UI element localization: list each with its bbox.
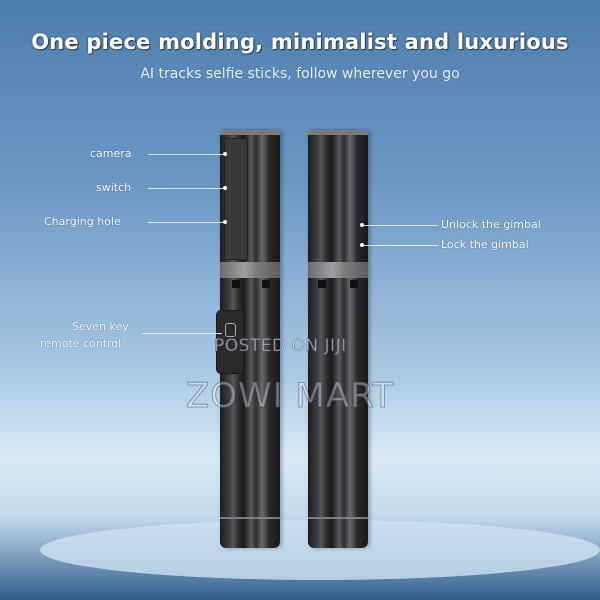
subheadline: AI tracks selfie sticks, follow wherever…: [140, 66, 460, 82]
callout-line: [148, 222, 224, 223]
stick-band: [220, 262, 280, 278]
stick-slot: [318, 280, 326, 288]
selfie-stick-back: [308, 130, 368, 548]
callout-dot: [223, 152, 227, 156]
stick-cap: [308, 130, 368, 135]
callout-line: [142, 333, 222, 334]
callout-dot: [223, 220, 227, 224]
stick-ring: [308, 517, 368, 519]
watermark-zowi-mart: ZOWI MART: [186, 376, 395, 417]
stick-slot: [350, 280, 358, 288]
callout-charging-hole: Charging hole: [44, 215, 121, 228]
stick-band: [308, 262, 368, 278]
stick-cap: [220, 130, 280, 135]
callout-remote-line2: remote control: [40, 337, 122, 350]
callout-line: [148, 188, 224, 189]
callout-dot: [223, 186, 227, 190]
callout-line: [364, 225, 438, 226]
callout-camera: camera: [90, 147, 132, 160]
callout-dot: [360, 223, 364, 227]
remote-button-icon: [225, 323, 236, 337]
selfie-stick-front: [216, 130, 280, 548]
callout-dot: [360, 243, 364, 247]
watermark-posted-on-jiji: POSTED ON JIJI: [214, 336, 347, 357]
stick-slot: [262, 280, 270, 288]
callout-line: [148, 154, 224, 155]
callout-remote-line1: Seven key: [72, 320, 129, 333]
callout-switch: switch: [96, 181, 132, 194]
callout-unlock-gimbal: Unlock the gimbal: [441, 218, 541, 231]
headline: One piece molding, minimalist and luxuri…: [31, 30, 569, 54]
stick-slot: [232, 280, 240, 288]
callout-lock-gimbal: Lock the gimbal: [441, 238, 529, 251]
control-panel: [224, 138, 248, 260]
callout-line: [364, 245, 438, 246]
remote-control: [216, 310, 244, 374]
stick-ring: [220, 517, 280, 519]
